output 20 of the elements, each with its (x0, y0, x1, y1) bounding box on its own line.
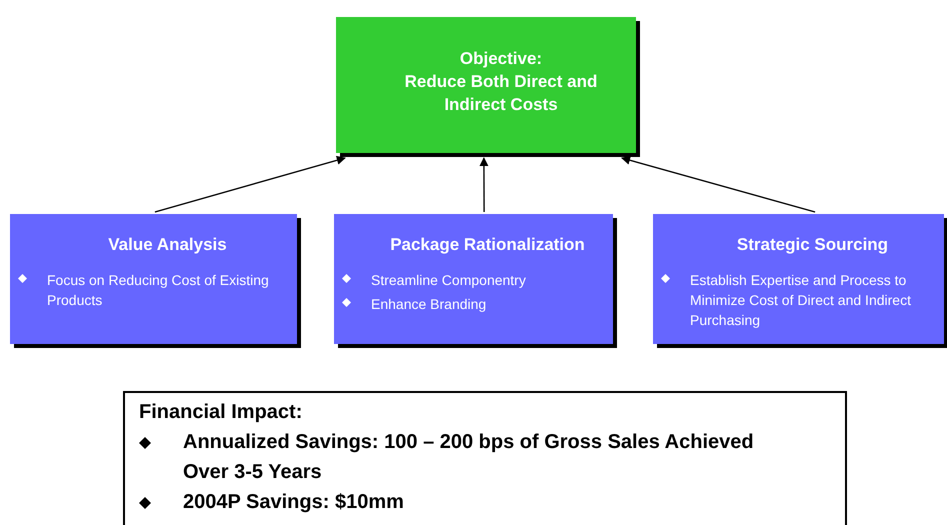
initiative-box (10, 214, 297, 344)
box-text: Reduce Both Direct and Indirect Costs (404, 71, 598, 116)
arrow (154, 156, 346, 213)
initiative-box (334, 214, 613, 344)
bullet-text: Annualized Savings: 100 – 200 bps of Gross Sales Achieved Over 3-5 Years (183, 430, 755, 485)
box-heading: Financial Impact: (139, 400, 304, 425)
impact-box (123, 391, 847, 525)
bullet-text: Enhance Branding (371, 295, 488, 314)
initiative-box (653, 214, 944, 344)
objective-box (336, 17, 636, 153)
bullet-text: Focus on Reducing Cost of Existing Products (47, 271, 270, 310)
box-heading: Objective: (458, 48, 544, 70)
bullet-text: Streamline Componentry (371, 271, 527, 290)
arrow (621, 156, 816, 213)
arrow (479, 157, 488, 212)
bullet-text: Establish Expertise and Process to Minimize Cost of Direct and Indirect Purchasing (690, 271, 912, 330)
bullet-text: 2004P Savings: $10mm (183, 490, 405, 515)
box-heading: Package Rationalization (390, 234, 585, 256)
box-heading: Value Analysis (108, 234, 227, 256)
box-heading: Strategic Sourcing (736, 234, 888, 256)
